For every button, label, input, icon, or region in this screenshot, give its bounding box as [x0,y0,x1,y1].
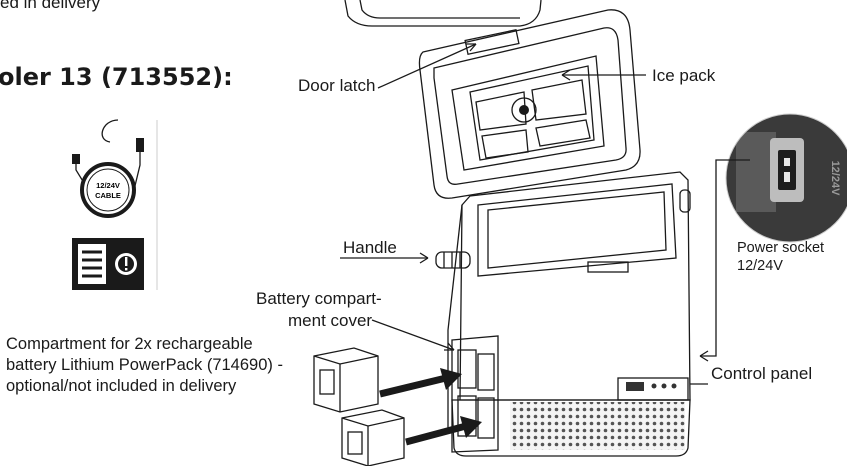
label-battery-compartment: Compartment for 2x rechargeable battery … [6,335,283,395]
cable-label-line1: 12/24V [96,181,120,190]
label-handle: Handle [343,238,397,257]
cooler-lid [418,9,641,199]
leader-lines [340,43,750,385]
socket-marking: 12/24V [829,161,841,197]
control-panel [617,377,689,401]
cable-label-line2: CABLE [95,191,121,200]
battery-pack-upper [313,347,379,413]
label-battery-cover-line2: ment cover [288,311,373,330]
page-title: oler 13 (713552): [0,63,233,91]
ice-pack [469,65,595,161]
cooler-body [435,171,691,457]
power-socket-photo: 12/24V [725,113,847,243]
vent-grille [510,402,685,450]
manual-icon [72,238,144,290]
battery-compartment [451,335,499,453]
label-control-panel: Control panel [711,364,813,383]
cable-icon: 12/24V CABLE [72,119,144,218]
handle [435,251,471,269]
label-battery-cover-line1: Battery compart- [256,289,382,308]
previous-product-remnant [344,0,542,27]
door-latch [464,28,520,56]
label-ice-pack: Ice pack [652,66,716,85]
battery-pack-lower [341,409,405,466]
top-note: ed in delivery [0,0,101,12]
label-door-latch: Door latch [298,76,376,95]
insert-arrows [379,368,482,446]
label-power-socket-line1: Power socket [737,240,825,256]
label-power-socket-line2: 12/24V [737,258,783,274]
